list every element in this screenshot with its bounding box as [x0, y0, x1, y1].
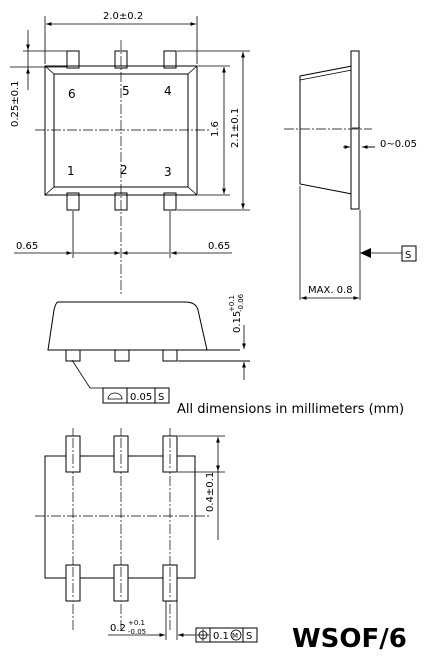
front-lead-2 — [114, 349, 130, 362]
position-value: 0.1 — [213, 631, 229, 642]
flatness-symbol-box — [102, 387, 128, 404]
dim-overall-height-label: 2.1±0.1 — [230, 108, 241, 148]
flatness-value: 0.05 — [130, 392, 152, 403]
datum-triangle — [360, 248, 371, 258]
pin-label-6: 6 — [68, 87, 76, 101]
dim-pad-length-label: 0.4±0.1 — [205, 472, 216, 512]
svg-text:-0.06: -0.06 — [237, 293, 245, 312]
position-datum-box — [242, 627, 258, 643]
flatness-symbol-icon — [107, 392, 123, 400]
front-view: 0.15 +0.1 -0.06 0.05 S — [47, 293, 250, 404]
land-outline — [44, 455, 196, 579]
pin-label-3: 3 — [164, 165, 172, 179]
position-symbol-icon — [197, 629, 209, 641]
front-lead-1 — [65, 349, 81, 362]
datum-s-box — [401, 245, 417, 262]
flatness-datum-box — [154, 387, 170, 404]
dim-pitch-left-label: 0.65 — [16, 241, 38, 252]
datum-s-label: S — [405, 250, 411, 261]
svg-text:-0.05: -0.05 — [128, 628, 146, 636]
position-datum: S — [246, 631, 252, 642]
dim-pitch-right-label: 0.65 — [208, 241, 230, 252]
svg-text:0.2: 0.2 — [110, 623, 126, 634]
lead-bottom-3 — [163, 192, 177, 211]
top-view: 6 5 4 1 2 3 2.0±0.2 0.25±0.1 1.6 2.1±0.1 — [10, 11, 250, 295]
mmc-modifier-icon — [230, 629, 242, 641]
front-lead-3 — [162, 349, 178, 362]
dim-width-label: 2.0±0.2 — [103, 11, 143, 22]
units-note: All dimensions in millimeters (mm) — [177, 402, 404, 417]
svg-text:+0.1: +0.1 — [228, 295, 236, 312]
side-body-outline — [299, 65, 353, 195]
dim-body-height-label: 1.6 — [210, 121, 221, 137]
front-body-outline — [47, 301, 208, 351]
svg-text:+0.1: +0.1 — [128, 619, 145, 627]
flatness-datum: S — [158, 392, 164, 403]
svg-text:0.15: 0.15 — [232, 311, 243, 333]
side-view: 0~0.05 S MAX. 0.8 — [284, 50, 417, 300]
dim-thickness-label: 0.15 +0.1 -0.06 — [228, 293, 245, 333]
land-pattern-view: 0.4±0.1 0.2 +0.1 -0.05 0.1 M S — [35, 428, 258, 643]
pin-label-1: 1 — [67, 164, 75, 178]
pin-label-4: 4 — [164, 84, 172, 98]
dim-max-height-label: MAX. 0.8 — [308, 285, 353, 296]
dim-standoff-label: 0~0.05 — [380, 139, 417, 150]
lead-top-6 — [66, 50, 80, 69]
lead-bottom-1 — [66, 192, 80, 211]
lead-top-4 — [163, 50, 177, 69]
mmc-modifier-label: M — [232, 632, 238, 640]
pin-label-5: 5 — [122, 84, 130, 98]
dim-pad-width-label: 0.2 +0.1 -0.05 — [110, 619, 146, 636]
dim-lead-width-label: 0.25±0.1 — [10, 80, 21, 127]
package-title: WSOF/6 — [292, 624, 407, 654]
side-lead — [350, 50, 360, 210]
pin-label-2: 2 — [120, 163, 128, 177]
